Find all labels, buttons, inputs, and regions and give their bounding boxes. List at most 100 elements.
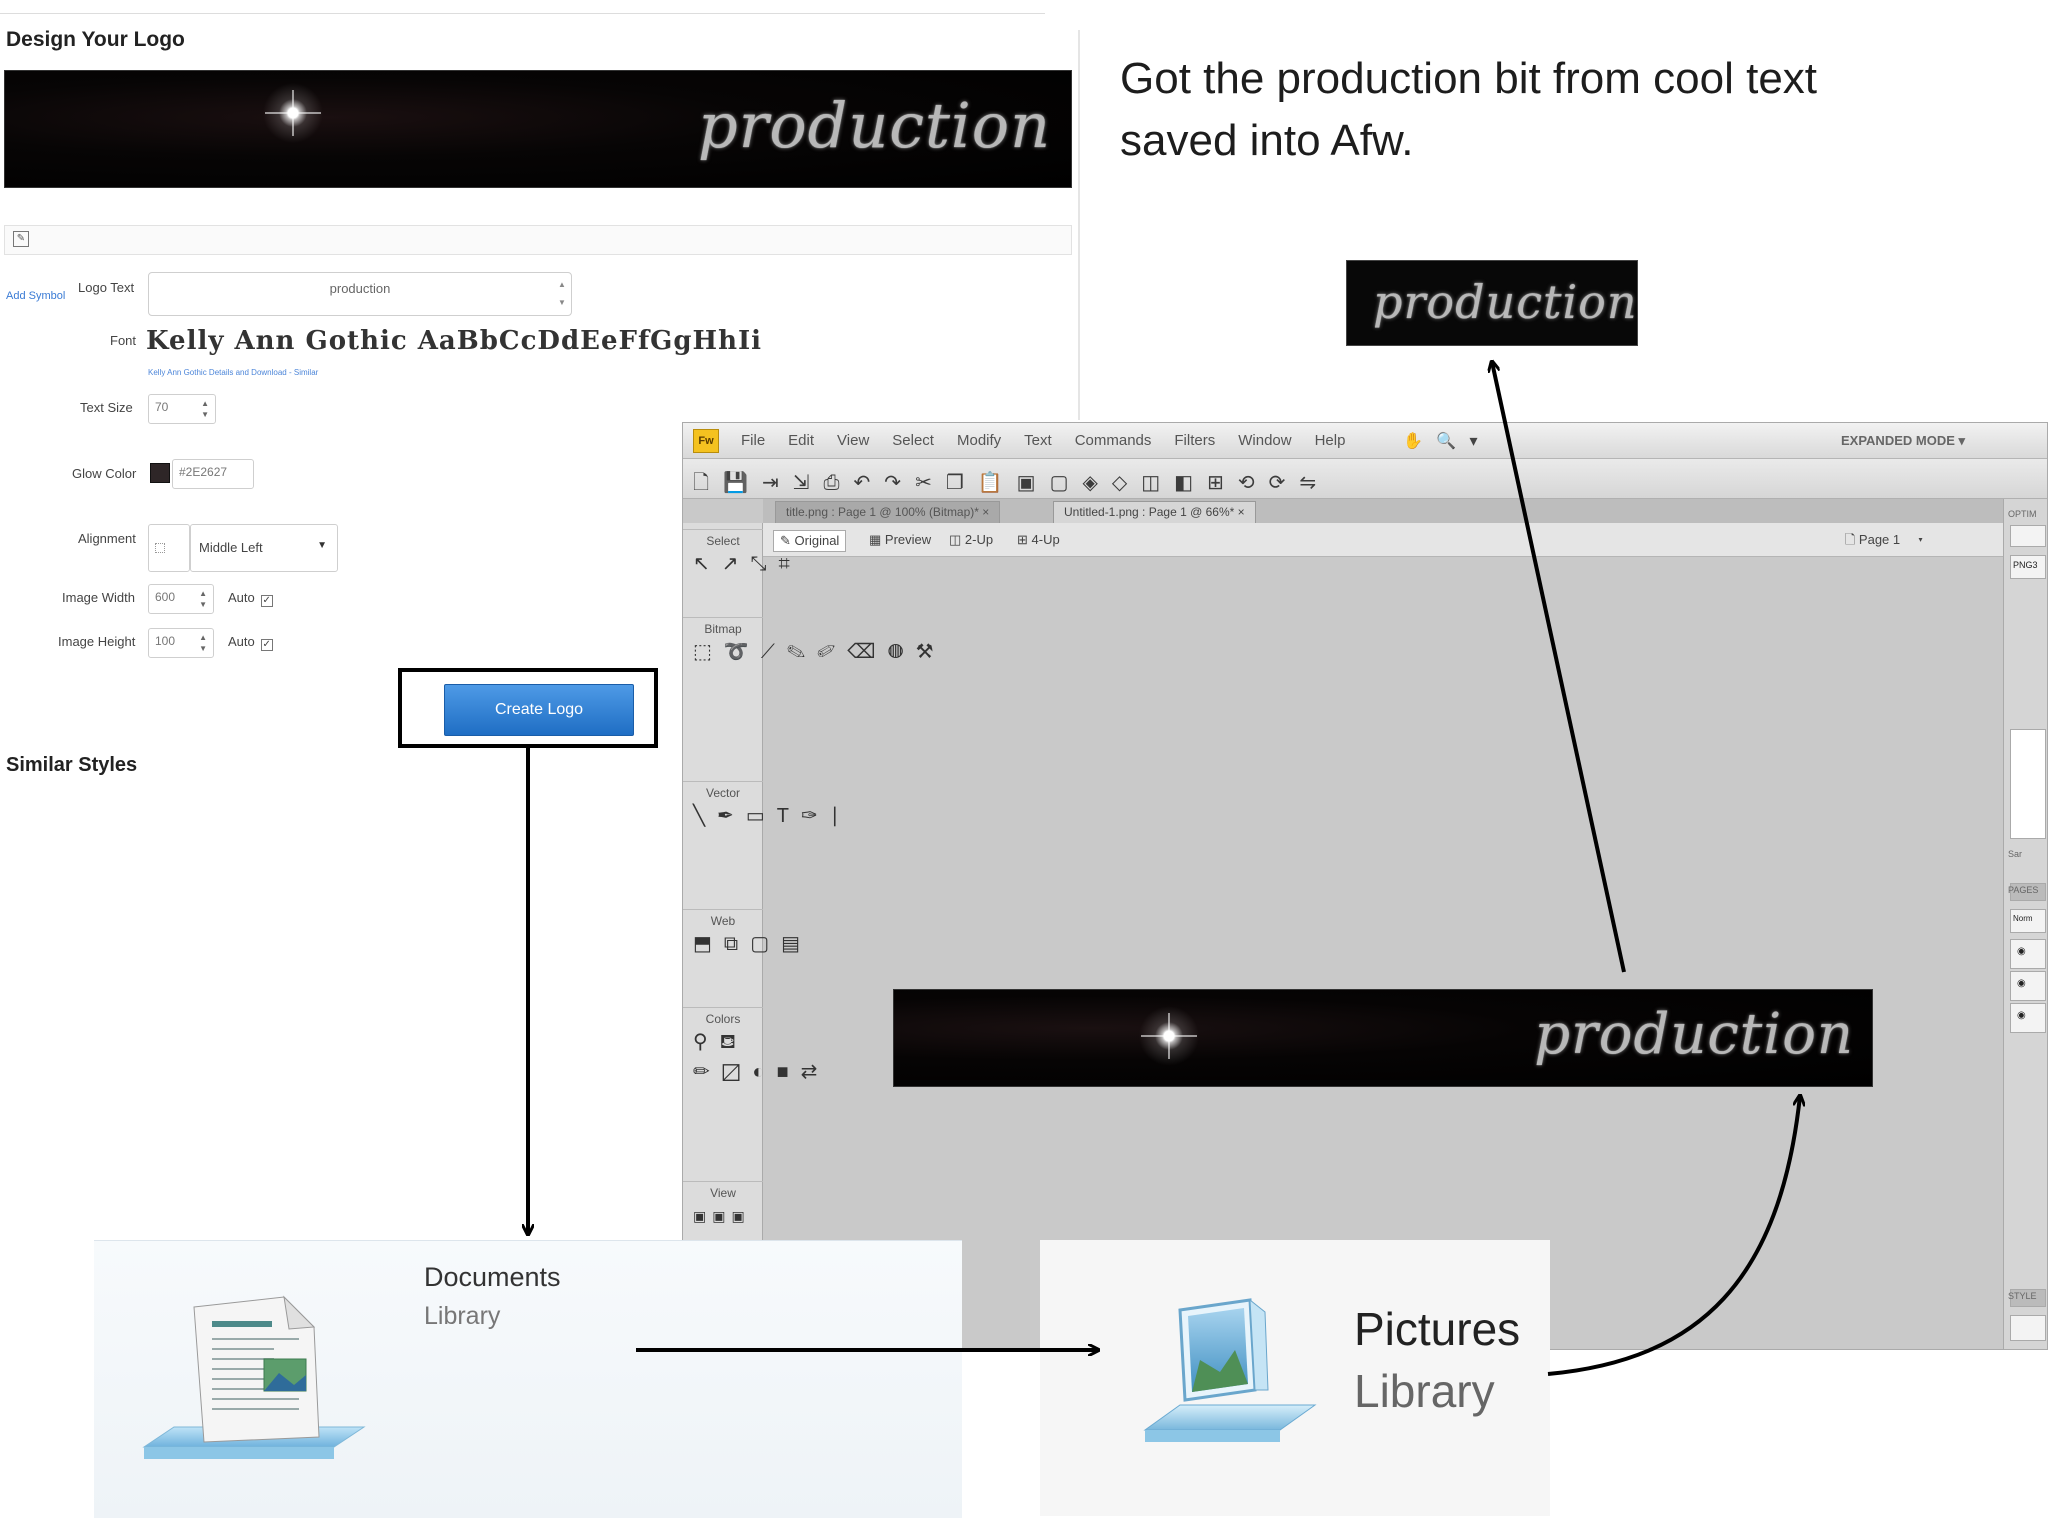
rotate-right-icon[interactable]: ⟳ (1268, 472, 1300, 494)
menu-filters[interactable]: Filters (1174, 432, 1216, 449)
menu-view[interactable]: View (837, 432, 870, 449)
slice-icon[interactable]: ⧉ (723, 933, 751, 955)
cut-icon[interactable]: ✂ (915, 472, 946, 494)
font-sample[interactable]: Kelly Ann Gothic AaBbCcDdEeFfGgHhIi (146, 326, 763, 356)
add-symbol-link[interactable]: Add Symbol (6, 290, 66, 302)
menu-window[interactable]: Window (1238, 432, 1292, 449)
logo-text-input[interactable]: production ▲▼ (148, 272, 572, 316)
image-height-auto[interactable]: Auto✓ (228, 634, 273, 651)
pen-icon[interactable]: ✒ (717, 805, 746, 827)
eraser-icon[interactable]: ⌫ (847, 641, 888, 663)
auto-checkbox[interactable]: ✓ (260, 595, 273, 607)
back-icon[interactable]: ◧ (1174, 472, 1208, 494)
align-icon[interactable]: ⊞ (1207, 472, 1238, 494)
two-up-view-button[interactable]: ◫ 2-Up (949, 532, 994, 547)
scroll-arrows-icon[interactable]: ▲▼ (558, 280, 566, 307)
standard-screen-icon[interactable]: ▣ (693, 1208, 713, 1224)
freeform-icon[interactable]: ✑ (800, 805, 830, 827)
layer-row-1[interactable]: ◉ (2010, 939, 2046, 969)
zoom-dropdown-icon[interactable]: ▾ (1469, 433, 1478, 450)
knife-icon[interactable]: ∣ (829, 805, 852, 827)
edit-icon[interactable]: ✎ (13, 231, 29, 247)
brush-icon[interactable]: ✎ (786, 641, 818, 663)
menu-commands[interactable]: Commands (1074, 432, 1152, 449)
paste-icon[interactable]: 📋 (977, 472, 1017, 494)
paint-bucket-icon[interactable]: ⛾ (719, 1031, 748, 1053)
pictures-library-tile[interactable] (1040, 1240, 1550, 1516)
eye-icon[interactable]: ◉ (2017, 1010, 2026, 1021)
layer-row-3[interactable]: ◉ (2010, 1003, 2046, 1033)
full-screen-menu-icon[interactable]: ▣ (712, 1208, 732, 1224)
flip-icon[interactable]: ⇋ (1299, 472, 1331, 494)
stepper-arrows-icon[interactable]: ▲▼ (199, 633, 207, 653)
hand-icon[interactable]: ✋ (1403, 433, 1423, 450)
stroke-color-icon[interactable]: ✏ (693, 1061, 722, 1083)
pointer-icon[interactable]: ↖ (693, 553, 722, 575)
group-icon[interactable]: ▣ (1016, 472, 1050, 494)
styles-thumbnail[interactable] (2010, 1315, 2046, 1341)
show-slices-icon[interactable]: ▤ (781, 933, 812, 955)
default-colors-icon[interactable]: ◐ (752, 1061, 777, 1083)
subselect-icon[interactable]: ↗ (721, 553, 751, 575)
menu-modify[interactable]: Modify (956, 432, 1002, 449)
new-icon[interactable]: 🗋 (693, 472, 724, 494)
auto-checkbox[interactable]: ✓ (260, 639, 273, 651)
full-screen-icon[interactable]: ▣ (731, 1208, 751, 1224)
stepper-arrows-icon[interactable]: ▲▼ (201, 399, 209, 419)
redo-icon[interactable]: ↷ (884, 472, 916, 494)
scale-icon[interactable]: ⤡ (750, 553, 779, 575)
join-icon[interactable]: ◈ (1082, 472, 1112, 494)
stamp-icon[interactable]: ⚒ (915, 641, 946, 663)
glow-color-swatch[interactable] (150, 463, 170, 483)
eyedropper-icon[interactable]: ⚲ (693, 1031, 720, 1053)
rectangle-icon[interactable]: ▭ (745, 805, 777, 827)
eye-icon[interactable]: ◉ (2017, 946, 2026, 957)
swap-colors-icon[interactable]: ⇄ (800, 1061, 830, 1083)
menu-edit[interactable]: Edit (788, 432, 815, 449)
four-up-view-button[interactable]: ⊞ 4-Up (1017, 532, 1060, 547)
tab-title-png[interactable]: title.png : Page 1 @ 100% (Bitmap)* × (775, 501, 1001, 523)
menu-file[interactable]: File (741, 432, 766, 449)
save-icon[interactable]: 💾 (723, 472, 762, 494)
text-tool-icon[interactable]: T (776, 805, 801, 827)
line-icon[interactable]: ╲ (693, 805, 718, 827)
layer-row-2[interactable]: ◉ (2010, 971, 2046, 1001)
canvas-logo-image[interactable]: production (893, 989, 1873, 1087)
menu-help[interactable]: Help (1314, 432, 1346, 449)
pencil-icon[interactable]: ✐ (817, 641, 848, 663)
fill-color-icon[interactable]: ⧄ (721, 1061, 753, 1083)
blend-mode-select[interactable]: Norm (2010, 909, 2046, 933)
blur-icon[interactable]: ◍ (887, 641, 916, 663)
marquee-icon[interactable]: ⬚ (693, 641, 724, 663)
alignment-select[interactable]: Middle Left ▼ (190, 524, 338, 572)
alignment-grid[interactable] (148, 524, 190, 572)
stepper-arrows-icon[interactable]: ▲▼ (199, 589, 207, 609)
text-size-stepper[interactable]: 70 ▲▼ (148, 394, 216, 424)
optimize-format-select[interactable] (2010, 525, 2046, 547)
image-height-stepper[interactable]: 100 ▲▼ (148, 628, 214, 658)
font-details-link[interactable]: Kelly Ann Gothic Details and Download - … (148, 368, 319, 377)
print-icon[interactable]: ⎙ (823, 472, 854, 494)
zoom-icon[interactable]: 🔍 (1436, 433, 1457, 450)
undo-icon[interactable]: ↶ (853, 472, 885, 494)
hide-slices-icon[interactable]: ▢ (750, 933, 782, 955)
png-format-box[interactable]: PNG3 (2010, 555, 2046, 579)
glow-color-input[interactable]: #2E2627 (172, 459, 254, 489)
no-color-icon[interactable]: ■ (776, 1061, 801, 1083)
front-icon[interactable]: ◫ (1141, 472, 1175, 494)
eye-icon[interactable]: ◉ (2017, 978, 2026, 989)
image-width-stepper[interactable]: 600 ▲▼ (148, 584, 214, 614)
create-logo-button[interactable]: Create Logo (444, 684, 634, 736)
lasso-icon[interactable]: ➰ (723, 641, 761, 663)
menu-text[interactable]: Text (1024, 432, 1052, 449)
hotspot-icon[interactable]: ⬒ (693, 933, 724, 955)
preview-view-button[interactable]: ▦ Preview (869, 532, 932, 547)
export-icon[interactable]: ⇲ (792, 472, 824, 494)
import-icon[interactable]: ⇥ (762, 472, 793, 494)
original-view-button[interactable]: ✎ Original (773, 530, 847, 552)
copy-icon[interactable]: ❐ (945, 472, 978, 494)
tab-untitled-png[interactable]: Untitled-1.png : Page 1 @ 66%* × (1053, 501, 1256, 523)
ungroup-icon[interactable]: ▢ (1049, 472, 1083, 494)
documents-library-tile[interactable] (94, 1240, 962, 1518)
image-width-auto[interactable]: Auto✓ (228, 590, 273, 607)
